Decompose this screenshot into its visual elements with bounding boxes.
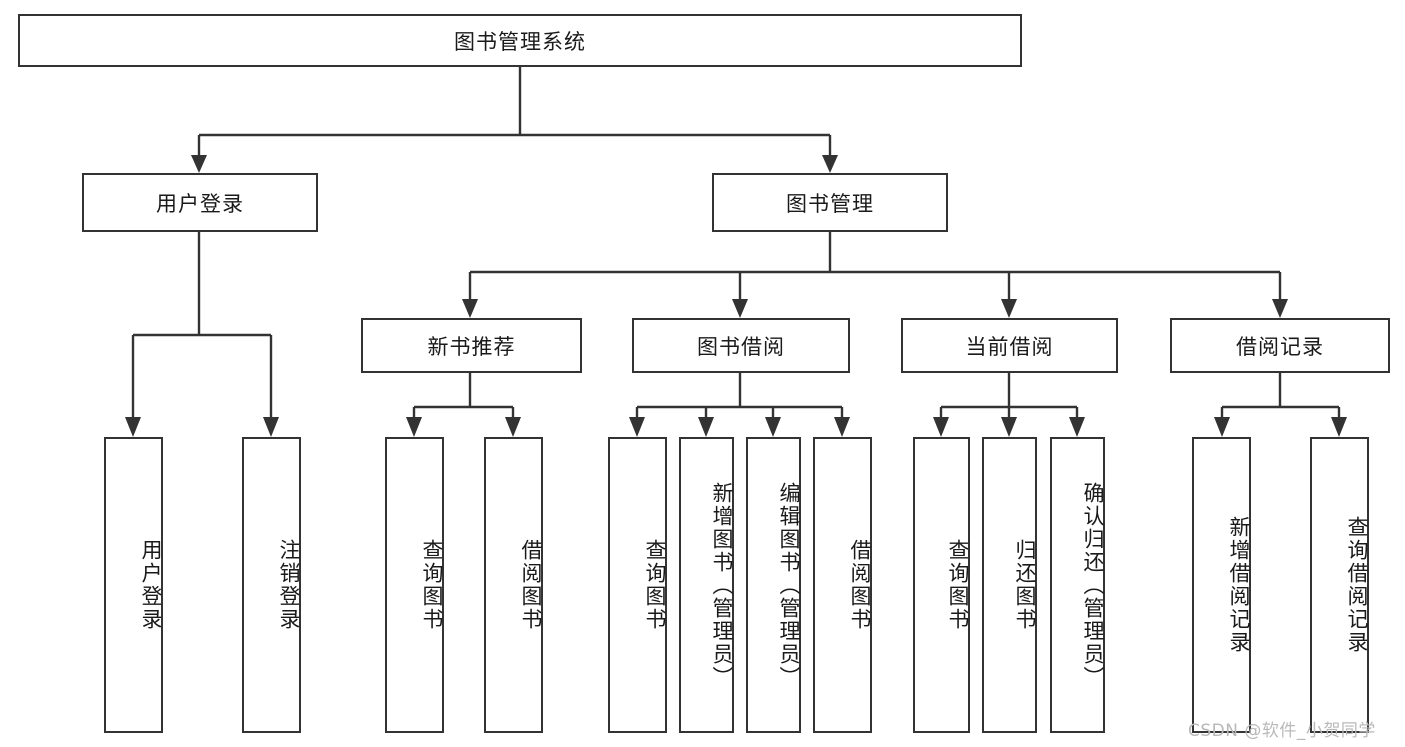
node-login-label: 用户登录 xyxy=(156,191,244,216)
node-newbook[interactable]: 新书推荐 xyxy=(361,318,582,373)
node-leaf8-label: 借阅图书 xyxy=(848,539,872,631)
arrow-borrow-leaf6 xyxy=(698,417,714,437)
arrow-borrow-leaf5 xyxy=(629,417,645,437)
arrow-current-leaf9 xyxy=(933,417,949,437)
arrow-bookmgmt-borrow xyxy=(732,299,748,318)
node-leaf9[interactable]: 查询图书 xyxy=(913,437,970,733)
node-root-label: 图书管理系统 xyxy=(454,29,586,54)
node-leaf4-label: 借阅图书 xyxy=(519,539,543,631)
node-leaf9-label: 查询图书 xyxy=(946,539,970,631)
node-leaf11[interactable]: 确认归还（管理员） xyxy=(1050,437,1105,733)
node-current[interactable]: 当前借阅 xyxy=(901,318,1118,373)
arrow-record-leaf12 xyxy=(1214,417,1230,437)
node-leaf1[interactable]: 用户登录 xyxy=(104,437,163,733)
node-leaf6-label: 新增图书（管理员） xyxy=(710,481,734,689)
arrow-current-leaf10 xyxy=(1001,417,1017,437)
node-leaf5-label: 查询图书 xyxy=(643,539,667,631)
node-leaf10-label: 归还图书 xyxy=(1013,539,1037,631)
node-root[interactable]: 图书管理系统 xyxy=(18,14,1022,67)
node-borrow[interactable]: 图书借阅 xyxy=(632,318,850,373)
node-login[interactable]: 用户登录 xyxy=(82,173,318,232)
node-leaf12[interactable]: 新增借阅记录 xyxy=(1192,437,1251,733)
node-leaf3[interactable]: 查询图书 xyxy=(385,437,444,733)
csdn-watermark: CSDN @软件_小贺同学 xyxy=(1188,721,1376,741)
node-record-label: 借阅记录 xyxy=(1236,334,1324,359)
node-leaf12-label: 新增借阅记录 xyxy=(1227,516,1251,654)
node-leaf3-label: 查询图书 xyxy=(420,539,444,631)
node-newbook-label: 新书推荐 xyxy=(427,334,516,359)
arrow-current-leaf11 xyxy=(1069,417,1085,437)
arrow-borrow-leaf7 xyxy=(765,417,781,437)
node-borrow-label: 图书借阅 xyxy=(697,334,785,359)
arrow-newbook-leaf3 xyxy=(406,417,422,437)
arrow-login-leaf1 xyxy=(125,417,141,437)
node-bookmgmt[interactable]: 图书管理 xyxy=(712,173,948,232)
node-leaf2-label: 注销登录 xyxy=(277,539,301,631)
node-leaf7[interactable]: 编辑图书（管理员） xyxy=(746,437,801,733)
arrow-bookmgmt-current xyxy=(1001,299,1017,318)
arrow-login-leaf2 xyxy=(263,417,279,437)
arrow-newbook-leaf4 xyxy=(505,417,521,437)
node-leaf2[interactable]: 注销登录 xyxy=(242,437,301,733)
arrow-bookmgmt-newbook xyxy=(462,299,478,318)
arrow-bookmgmt-record xyxy=(1272,299,1288,318)
node-leaf10[interactable]: 归还图书 xyxy=(982,437,1037,733)
arrow-root-bookmgmt xyxy=(822,155,838,173)
arrow-borrow-leaf8 xyxy=(834,417,850,437)
node-bookmgmt-label: 图书管理 xyxy=(786,191,874,216)
arrow-root-login xyxy=(191,155,207,173)
node-leaf13-label: 查询借阅记录 xyxy=(1345,516,1369,654)
node-current-label: 当前借阅 xyxy=(965,334,1054,359)
node-leaf13[interactable]: 查询借阅记录 xyxy=(1310,437,1369,733)
node-leaf4[interactable]: 借阅图书 xyxy=(484,437,543,733)
node-leaf11-label: 确认归还（管理员） xyxy=(1081,481,1105,689)
node-leaf6[interactable]: 新增图书（管理员） xyxy=(679,437,734,733)
node-record[interactable]: 借阅记录 xyxy=(1170,318,1390,373)
arrow-record-leaf13 xyxy=(1331,417,1347,437)
node-leaf7-label: 编辑图书（管理员） xyxy=(777,481,801,689)
node-leaf5[interactable]: 查询图书 xyxy=(608,437,667,733)
node-leaf1-label: 用户登录 xyxy=(139,539,163,631)
node-leaf8[interactable]: 借阅图书 xyxy=(813,437,872,733)
